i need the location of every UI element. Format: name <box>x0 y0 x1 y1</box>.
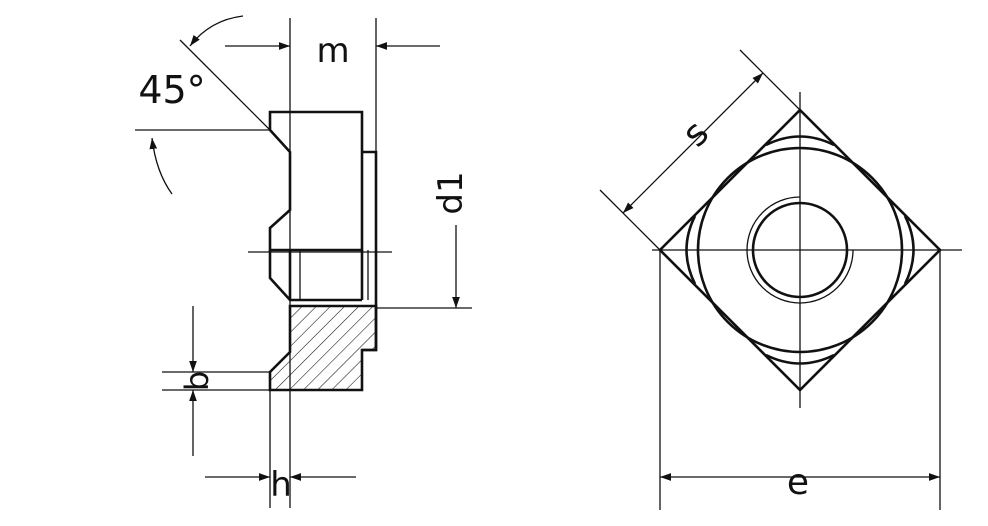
dimension-label-e: e <box>787 462 809 503</box>
thread-arc <box>746 196 854 304</box>
dimension-label-h: h <box>270 465 292 505</box>
top-view: s e <box>599 49 962 510</box>
thread-bore-outline <box>268 250 364 302</box>
extension-line-s-upper <box>739 49 801 111</box>
dimension-arrow-s <box>622 72 764 214</box>
sectioned-lower-half <box>268 304 378 392</box>
nut-upper-body-outline <box>268 110 364 252</box>
chamfer-extension-line <box>179 39 271 131</box>
angle-label: 45° <box>138 68 205 112</box>
dimension-label-m: m <box>316 31 349 71</box>
dimension-label-s: s <box>675 113 717 155</box>
side-view: 45° m d1 b h <box>135 15 472 508</box>
angle-arc-lower <box>149 137 173 195</box>
angle-arc-upper <box>189 15 244 47</box>
dimension-label-d1: d1 <box>431 171 471 214</box>
dimension-label-b: b <box>178 371 216 391</box>
extension-line-s-lower <box>599 189 661 251</box>
